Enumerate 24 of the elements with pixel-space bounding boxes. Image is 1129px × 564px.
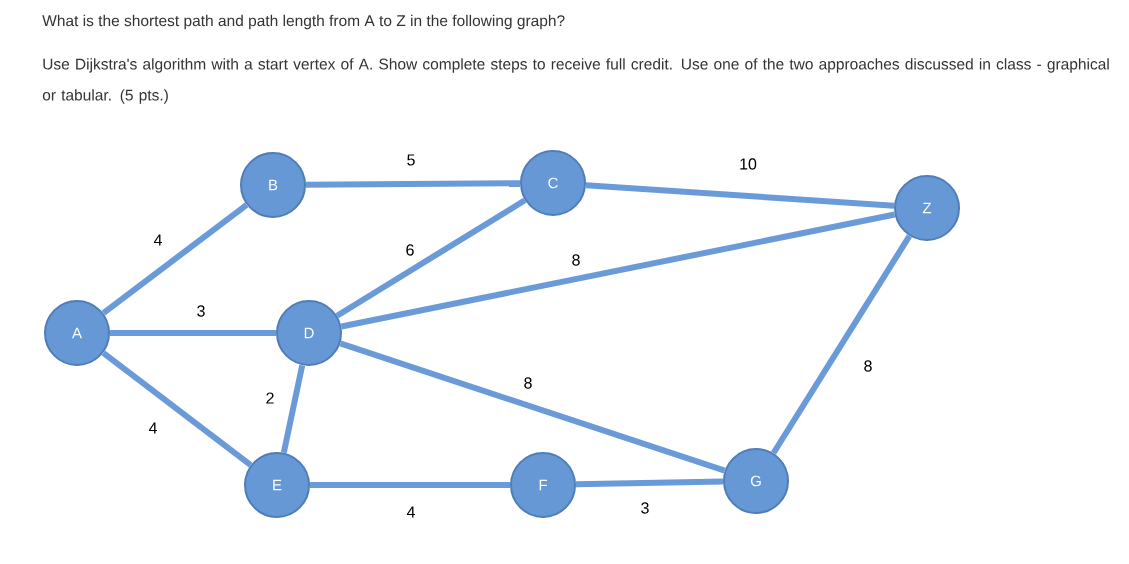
question-text: What is the shortest path and path length from A to Z in the following graph?	[42, 14, 565, 30]
weight-label: 3	[197, 305, 205, 317]
edge-line	[280, 364, 306, 454]
edge-line	[340, 211, 896, 330]
edge-line	[585, 182, 895, 209]
weight-label: 3	[641, 502, 649, 514]
weight-label: 2	[266, 392, 274, 404]
weight-label: 4	[406, 506, 415, 518]
weight-label: 10	[740, 158, 757, 170]
edge-line	[770, 234, 913, 455]
weight-label: 8	[864, 360, 872, 372]
weight-label: 8	[572, 254, 580, 266]
edge-line	[101, 202, 249, 316]
edge-line	[339, 340, 726, 474]
weight-label: 6	[406, 244, 414, 256]
edge-line	[306, 180, 521, 188]
edge-line	[575, 478, 724, 488]
weight-label: 5	[407, 154, 415, 166]
instruction-text: Use Dijkstra's algorithm with a start vertex of A. Show complete steps to receive full credit. Use one of the two approaches discussed in class - graphical or tabular. (5 pts.)	[42, 58, 1109, 104]
weight-label: 8	[524, 377, 532, 389]
weight-label: 4	[153, 234, 162, 246]
edge-line	[335, 197, 527, 319]
edge-line	[101, 350, 253, 468]
weight-label: 4	[148, 422, 157, 434]
